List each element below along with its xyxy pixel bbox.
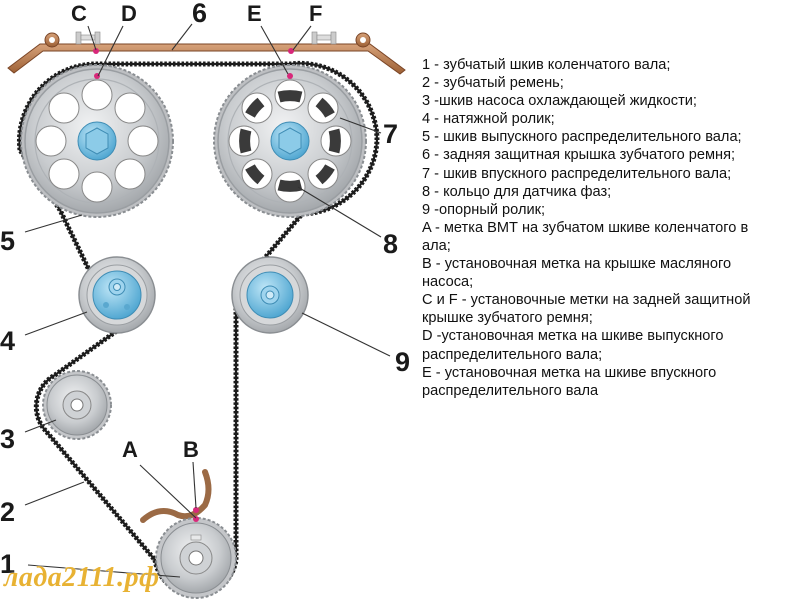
- legend-item-e: E - установочная метка на шкиве впускног…: [422, 364, 717, 381]
- oil-pump-cover: [140, 469, 212, 523]
- callout-b: B: [183, 437, 199, 462]
- mark-a: [193, 516, 199, 522]
- legend-item-7: 7 - шкив впускного распределительного ва…: [422, 165, 732, 182]
- callout-a: A: [122, 437, 138, 462]
- legend-item-1: 1 - зубчатый шкив коленчатого вала;: [422, 57, 671, 73]
- mark-c: [93, 48, 99, 54]
- site-watermark: лада2111.рф: [4, 562, 160, 593]
- callout-6: 6: [192, 0, 207, 28]
- legend-item-b-cont: насоса;: [422, 274, 474, 291]
- legend-item-e-cont: распределительного вала: [422, 382, 599, 399]
- legend-item-b: B - установочная метка на крышке масляно…: [422, 256, 732, 273]
- mark-f: [288, 48, 294, 54]
- callout-f: F: [309, 1, 322, 26]
- legend-item-cf: C и F - установочные метки на задней защ…: [422, 292, 751, 309]
- bolt-left: [75, 31, 101, 45]
- callout-2: 2: [0, 497, 15, 527]
- callout-9: 9: [395, 347, 410, 377]
- legend-item-6: 6 - задняя защитная крышка зубчатого рем…: [422, 147, 736, 164]
- callout-c: C: [71, 1, 87, 26]
- legend-item-3: 3 -шкив насоса охлаждающей жидкости;: [422, 93, 697, 110]
- callout-4: 4: [0, 326, 15, 356]
- callout-1: 1: [0, 549, 15, 579]
- leader-lines: [24, 23, 391, 578]
- exhaust-camshaft-pulley: [20, 64, 174, 218]
- legend-item-a: A - метка ВМТ на зубчатом шкиве коленчат…: [422, 219, 749, 236]
- legend-item-9: 9 -опорный ролик;: [422, 201, 546, 218]
- phase-sensor-ring: [239, 90, 341, 192]
- intake-camshaft-pulley: [213, 64, 367, 218]
- callout-3: 3: [0, 424, 15, 454]
- legend-item-d-cont: распределительного вала;: [422, 346, 603, 363]
- mark-e: [287, 73, 293, 79]
- legend-item-8: 8 - кольцо для датчика фаз;: [422, 183, 612, 200]
- callout-labels: C D 6 E F 5 7 8 4 9 3 A B 2 1: [0, 0, 410, 579]
- legend: 1 - зубчатый шкив коленчатого вала; 2 - …: [422, 56, 794, 400]
- crankshaft-pulley: [155, 516, 237, 599]
- bolt-right: [311, 31, 337, 45]
- mark-b: [193, 507, 199, 513]
- legend-item-d: D -установочная метка на шкиве выпускног…: [422, 328, 724, 345]
- idler-roller: [231, 256, 309, 334]
- legend-item-a-cont: ала;: [422, 237, 451, 254]
- coolant-pump-pulley: [42, 370, 112, 440]
- tensioner-roller: [78, 256, 156, 334]
- timing-belt: [16, 60, 380, 598]
- legend-item-cf-cont: крышке зубчатого ремня;: [422, 310, 593, 327]
- rear-belt-cover: [7, 31, 406, 75]
- callout-d: D: [121, 1, 137, 26]
- callout-5: 5: [0, 226, 15, 256]
- callout-e: E: [247, 1, 262, 26]
- callout-8: 8: [383, 229, 398, 259]
- callout-7: 7: [383, 119, 398, 149]
- legend-item-4: 4 - натяжной ролик;: [422, 111, 555, 128]
- legend-item-5: 5 - шкив выпускного распределительного в…: [422, 129, 742, 146]
- legend-item-2: 2 - зубчатый ремень;: [422, 75, 564, 92]
